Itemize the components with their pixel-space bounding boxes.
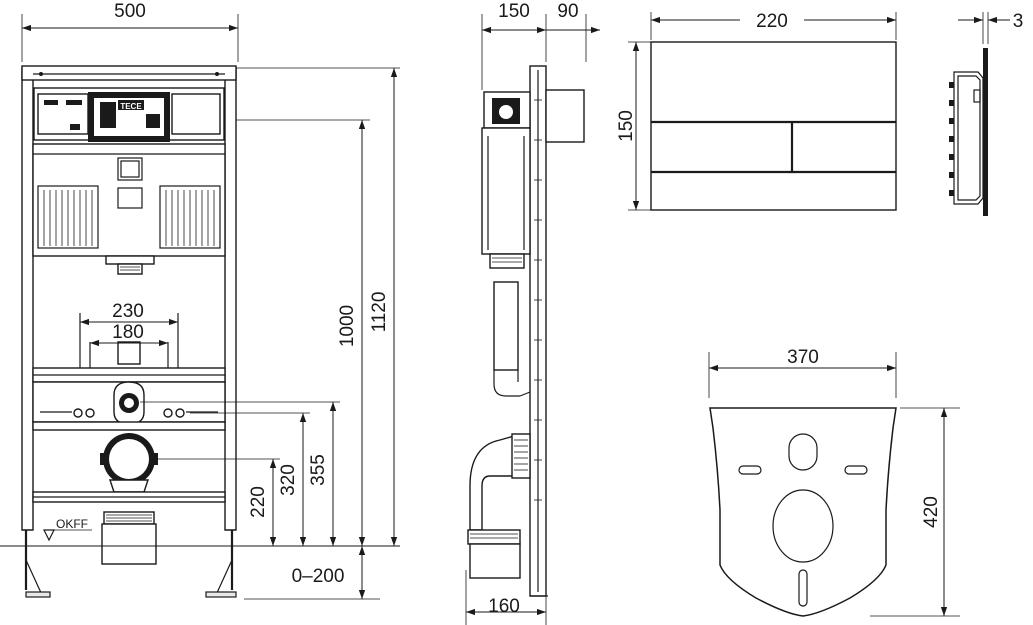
frame-upright-left (21, 67, 34, 531)
cistern-louvres-right (159, 185, 221, 249)
dim-label-adjust: 0–200 (292, 566, 345, 587)
drain-pipe (101, 523, 157, 565)
flush-pipe-connector (117, 263, 143, 275)
frame-upright-right (224, 67, 237, 531)
dim-label-150-plate: 150 (616, 110, 637, 142)
foot-right (205, 591, 237, 598)
sound-isolation-mat-view: 370 420 (708, 347, 960, 617)
flush-plate-side-profile (983, 48, 988, 216)
drain-pipe-ribs (106, 514, 152, 522)
waste-socket-side (467, 529, 521, 545)
frame-top-rail (21, 65, 237, 81)
dim-label-355: 355 (308, 454, 329, 486)
dim-label-1000: 1000 (337, 305, 358, 347)
waste-bend-side (469, 435, 515, 531)
side-view: 150 90 (465, 1, 600, 625)
sound-isolation-mat (709, 407, 897, 617)
dim-label-420: 420 (921, 496, 942, 528)
flush-plate (650, 41, 897, 211)
cistern-body (32, 143, 226, 257)
actuator-housing (545, 89, 585, 143)
mat-flush-opening (788, 433, 818, 471)
mat-bolt-slot (844, 465, 868, 475)
dim-label-150-side: 150 (498, 1, 530, 22)
dim-label-320: 320 (278, 464, 299, 496)
dim-label-1120: 1120 (369, 292, 390, 333)
mat-bolt-slot (738, 465, 762, 475)
plate-mounting-frame (953, 71, 984, 205)
dim-label-3: 3 (1013, 11, 1024, 32)
dim-label-frame-width: 500 (114, 1, 146, 22)
dim-label-90: 90 (557, 1, 578, 22)
side-frame-holes (534, 99, 542, 501)
fixing-bolt (85, 408, 95, 418)
flush-plate-view: 220 150 3 (616, 8, 1023, 216)
flush-pipe-vertical (493, 281, 519, 371)
cistern-louvres-left (37, 185, 99, 249)
dim-label-220-plate: 220 (756, 11, 788, 32)
fixing-bolt (163, 408, 173, 418)
dim-label-160: 160 (488, 596, 520, 617)
dim-label-220: 220 (248, 486, 269, 518)
mat-waste-opening (772, 489, 834, 563)
mat-drain-slot (798, 569, 808, 607)
fixing-bolt (73, 408, 83, 418)
mounting-clips (949, 82, 954, 196)
foot-left (25, 591, 51, 598)
front-view: 500 TECE (0, 1, 400, 600)
dim-label-370: 370 (787, 347, 819, 368)
fixing-bolt (175, 408, 185, 418)
brand-logo: TECE (120, 102, 142, 111)
inspection-opening (117, 157, 143, 181)
cistern-side-body (481, 127, 531, 255)
dim-label-230: 230 (112, 301, 144, 322)
dim-label-180: 180 (112, 322, 144, 343)
floor-level-label: OKFF (56, 517, 88, 531)
